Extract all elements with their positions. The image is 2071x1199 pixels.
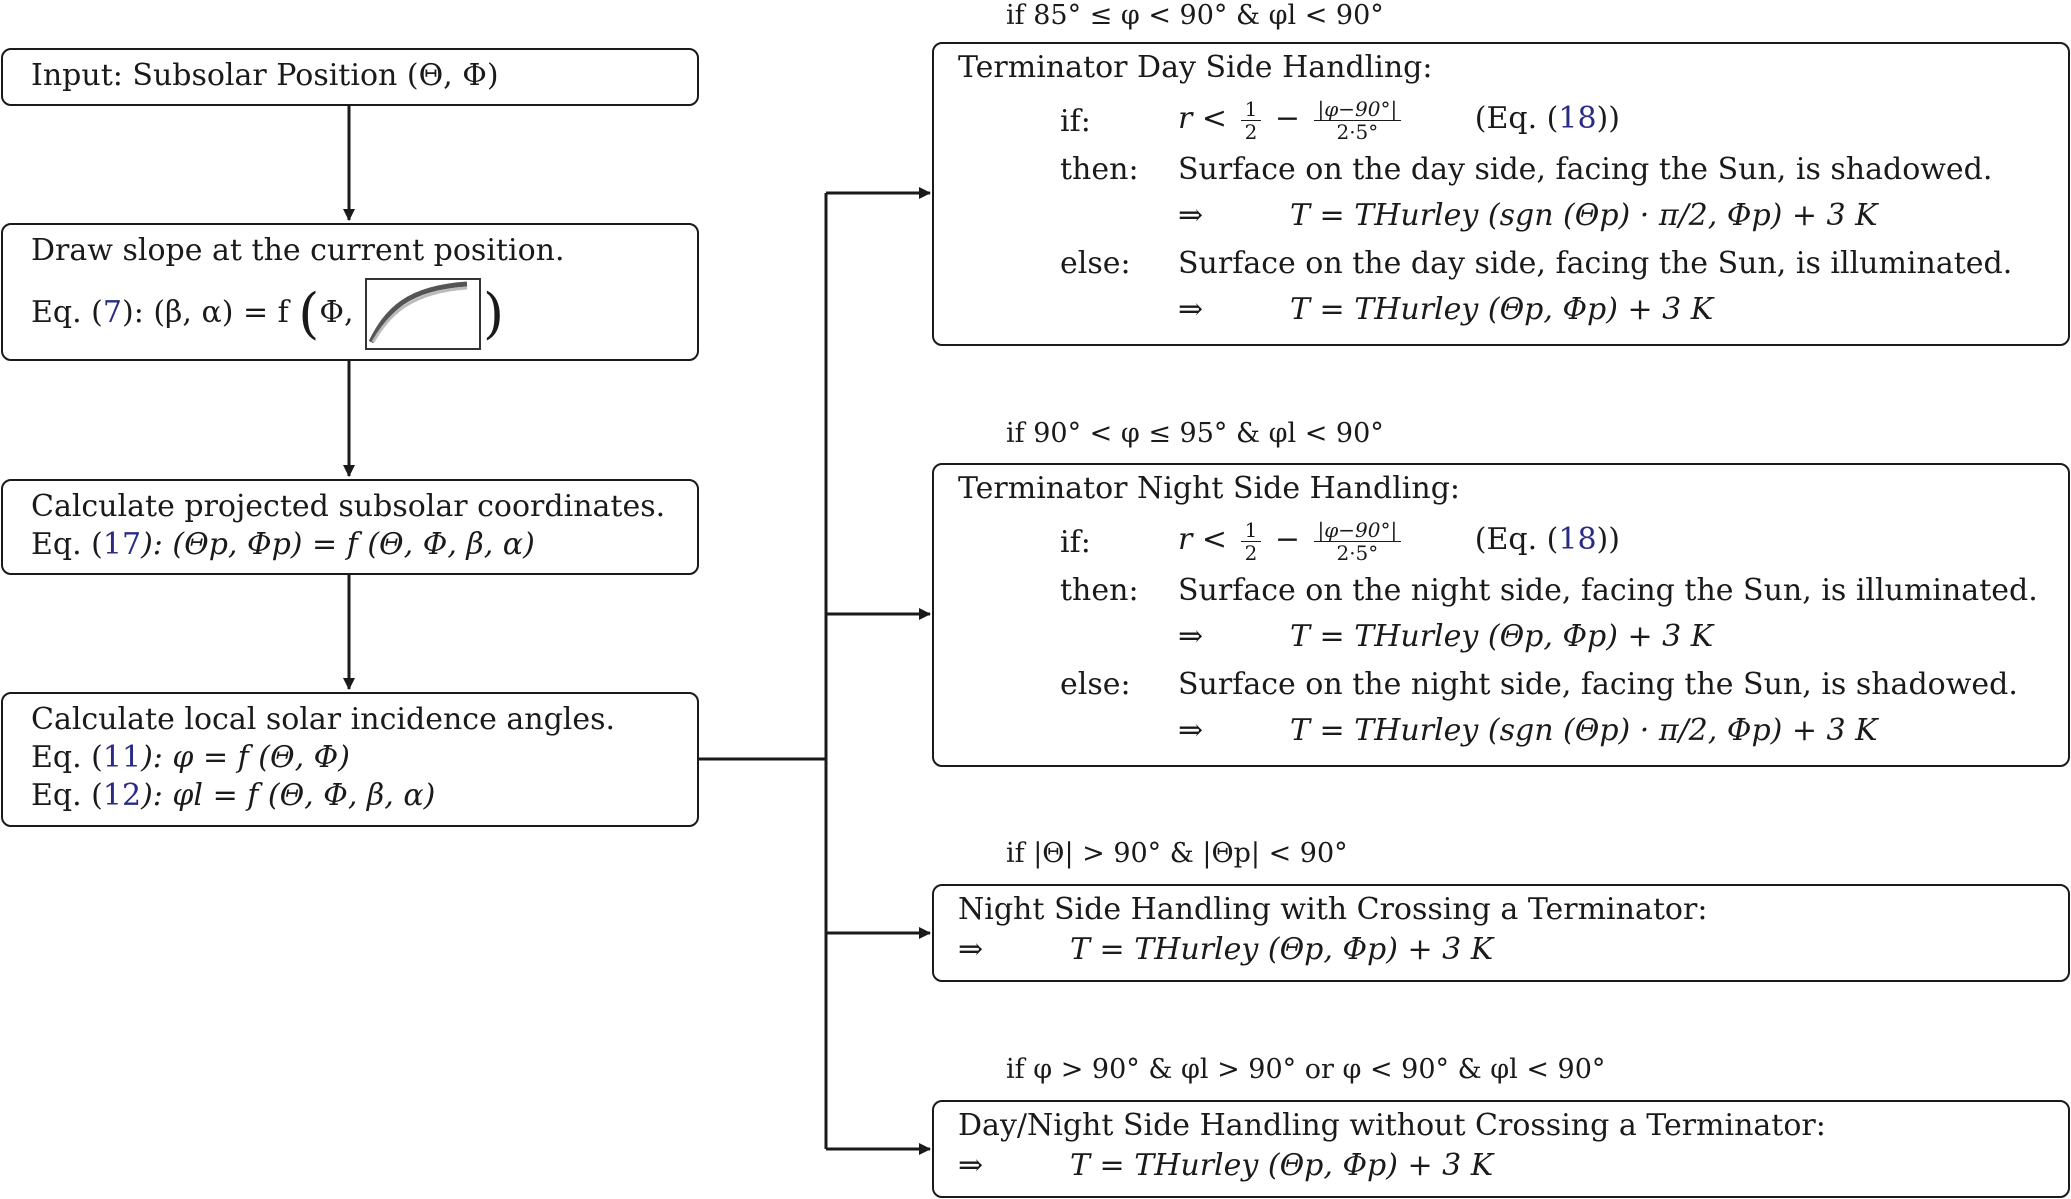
- eq-ref-11[interactable]: 11: [102, 740, 142, 775]
- night-else-formula: T = THurley (sgn (Θp) · π/2, Φp) + 3 K: [1290, 713, 1878, 748]
- eq-ref-18[interactable]: 18: [1558, 522, 1597, 557]
- day-terminator-title: Terminator Day Side Handling:: [958, 50, 1433, 85]
- day-then-formula: T = THurley (sgn (Θp) · π/2, Φp) + 3 K: [1290, 198, 1878, 233]
- incidence-eq-12: Eq. (12): φl = f (Θ, Φ, β, α): [31, 778, 436, 813]
- day-then-text: Surface on the day side, facing the Sun,…: [1178, 152, 1993, 187]
- night-crossing-formula: T = THurley (Θp, Φp) + 3 K: [1070, 932, 1494, 967]
- night-crossing-condition: if |Θ| > 90° & |Θp| < 90°: [1006, 838, 1348, 869]
- projected-title: Calculate projected subsolar coordinates…: [31, 489, 666, 524]
- slope-box: Draw slope at the current position. Eq. …: [1, 223, 699, 361]
- no-crossing-condition: if φ > 90° & φl > 90° or φ < 90° & φl < …: [1006, 1054, 1606, 1085]
- fraction-angle: |φ−90°|2·5°: [1313, 98, 1402, 143]
- slope-title: Draw slope at the current position.: [31, 233, 565, 268]
- no-crossing-box: Day/Night Side Handling without Crossing…: [932, 1100, 2070, 1198]
- night-terminator-box: Terminator Night Side Handling: if: r < …: [932, 463, 2070, 767]
- night-then-label: then:: [1060, 573, 1139, 608]
- night-else-label: else:: [1060, 667, 1131, 702]
- day-else-implies: ⇒: [1178, 292, 1204, 327]
- day-then-label: then:: [1060, 152, 1139, 187]
- night-then-text: Surface on the night side, facing the Su…: [1178, 573, 2038, 608]
- input-box: Input: Subsolar Position (Θ, Φ): [1, 48, 699, 106]
- fraction-angle: |φ−90°|2·5°: [1313, 519, 1402, 564]
- eq-ref-18[interactable]: 18: [1558, 101, 1597, 136]
- day-then-implies: ⇒: [1178, 198, 1204, 233]
- eq-ref-17[interactable]: 17: [102, 527, 142, 562]
- night-crossing-title: Night Side Handling with Crossing a Term…: [958, 892, 1708, 927]
- slope-equation: Eq. (7): (β, α) = f (Φ, ): [31, 273, 504, 353]
- no-crossing-formula: T = THurley (Θp, Φp) + 3 K: [1070, 1148, 1494, 1183]
- night-if-label: if:: [1060, 525, 1091, 560]
- incidence-box: Calculate local solar incidence angles. …: [1, 692, 699, 827]
- night-then-formula: T = THurley (Θp, Φp) + 3 K: [1290, 619, 1714, 654]
- night-else-implies: ⇒: [1178, 713, 1204, 748]
- slope-profile-thumbnail: [365, 278, 482, 350]
- night-else-text: Surface on the night side, facing the Su…: [1178, 667, 2018, 702]
- input-label: Input: Subsolar Position (Θ, Φ): [31, 58, 499, 93]
- night-terminator-condition: if 90° < φ ≤ 95° & φl < 90°: [1006, 418, 1384, 449]
- day-else-formula: T = THurley (Θp, Φp) + 3 K: [1290, 292, 1714, 327]
- day-else-label: else:: [1060, 246, 1131, 281]
- night-then-implies: ⇒: [1178, 619, 1204, 654]
- day-if-label: if:: [1060, 104, 1091, 139]
- projected-box: Calculate projected subsolar coordinates…: [1, 479, 699, 575]
- incidence-title: Calculate local solar incidence angles.: [31, 702, 616, 737]
- eq-ref-12[interactable]: 12: [102, 778, 142, 813]
- eq-ref-7[interactable]: 7: [102, 295, 122, 330]
- night-crossing-implies: ⇒: [958, 932, 984, 967]
- day-else-text: Surface on the day side, facing the Sun,…: [1178, 246, 2013, 281]
- incidence-eq-11: Eq. (11): φ = f (Θ, Φ): [31, 740, 350, 775]
- no-crossing-title: Day/Night Side Handling without Crossing…: [958, 1108, 1826, 1143]
- night-terminator-title: Terminator Night Side Handling:: [958, 471, 1461, 506]
- night-crossing-box: Night Side Handling with Crossing a Term…: [932, 884, 2070, 982]
- day-terminator-condition: if 85° ≤ φ < 90° & φl < 90°: [1006, 0, 1384, 31]
- no-crossing-implies: ⇒: [958, 1148, 984, 1183]
- projected-equation: Eq. (17): (Θp, Φp) = f (Θ, Φ, β, α): [31, 527, 535, 562]
